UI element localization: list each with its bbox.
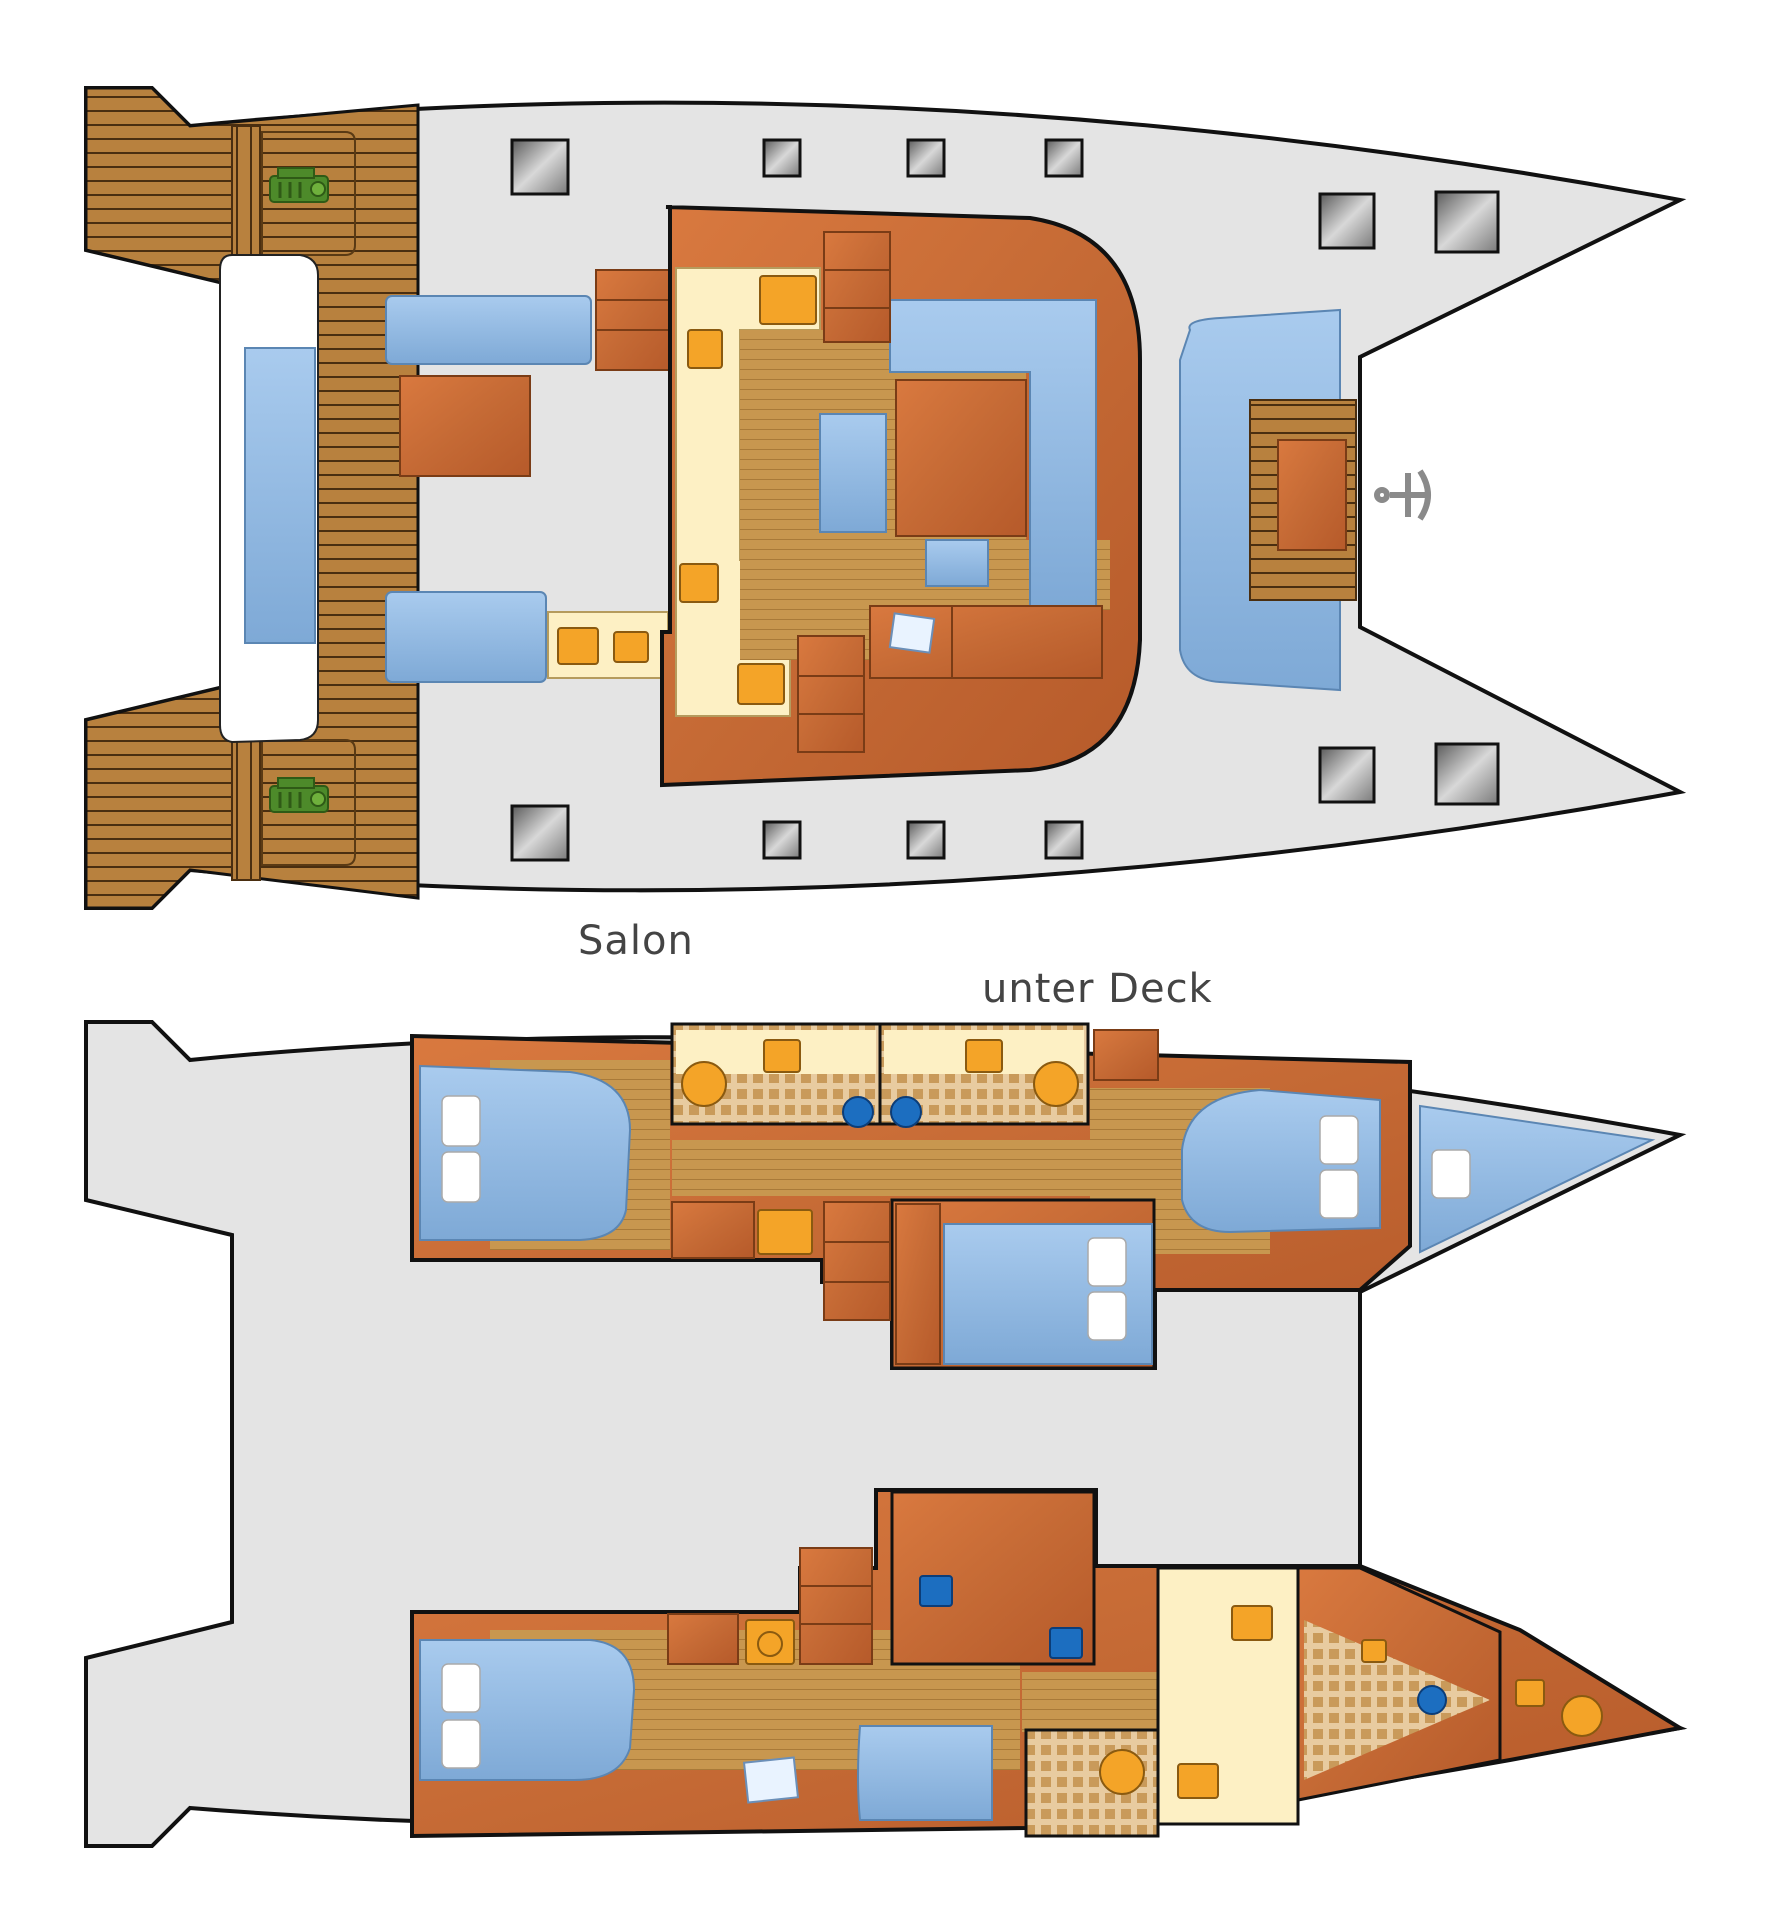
cooktop-icon [759,275,817,325]
deck-hatch [1318,192,1376,250]
toilet-icon [1033,1061,1079,1107]
aft-step-starboard [231,739,261,881]
deck-hatch [1044,820,1084,860]
cockpit-bench-starboard [385,591,547,683]
fridge-icon [557,627,599,665]
fridge-icon [757,1209,813,1255]
anchor-icon [1374,469,1431,521]
deck-hatch [762,820,802,860]
aft-step-port [231,125,261,267]
clothes-icon [919,1575,953,1607]
deck-hatch [1434,742,1500,806]
pillow [1087,1237,1127,1287]
forward-table [1277,439,1347,551]
deck-hatch [1434,190,1500,254]
shower-drain-icon [1417,1685,1447,1715]
deck-hatch [1044,138,1084,178]
deck-hatch [1318,746,1376,804]
salon-label: Salon [578,918,694,964]
sink-icon [1177,1763,1219,1799]
hatch-outline-starboard [261,739,356,866]
sink-icon [687,329,723,369]
aft-bench-cushion [244,347,316,644]
clothes-icon [1049,1627,1083,1659]
fridge-icon [679,563,719,603]
sink-icon [763,1039,801,1073]
forepeak-bunk [1419,1104,1656,1254]
pillow [1319,1169,1359,1219]
lower-deck-label: unter Deck [982,966,1213,1012]
saloon-steps-fwd [823,231,891,343]
sink-icon [1231,1605,1273,1641]
shower-tray [1304,1620,1490,1780]
stbd-locker [667,1613,739,1665]
pillow [441,1095,481,1147]
toilet-icon [1099,1749,1145,1795]
washing-machine-icon [745,1619,795,1665]
pillow [441,1663,481,1713]
port-corridor-floor [672,1140,1092,1196]
engine-icon [269,777,329,813]
pillow [441,1719,481,1769]
freezer-icon [737,663,785,705]
deck-hatch [906,820,946,860]
sink-icon [613,631,649,663]
saloon-steps-port [595,269,673,371]
deck-hatch [510,804,570,862]
sink-icon [965,1039,1003,1073]
toilet-icon [1561,1695,1603,1737]
settee-cushion [857,1725,993,1821]
saloon-stool [925,539,989,587]
pillow [1087,1291,1127,1341]
port-storage [671,1201,755,1259]
chart-icon [742,1756,800,1804]
deck-hatch [510,138,570,196]
lower-deck-plan [84,1020,1688,1848]
sink-icon [1361,1639,1387,1663]
shower-drain-icon [842,1096,874,1128]
cockpit-table [399,375,531,477]
port-steps [823,1201,891,1321]
deck-hatch [762,138,802,178]
deck-hatch [906,138,946,178]
port-locker-fwd [1093,1029,1159,1081]
hatch-outline-port [261,131,356,256]
toilet-icon [681,1061,727,1107]
pillow [1319,1115,1359,1165]
pillow [441,1151,481,1203]
saloon-seat-center [819,413,887,533]
saloon-table [895,379,1027,537]
saloon-steps-aft [797,635,865,753]
wardrobe [895,1203,941,1365]
stbd-steps [799,1547,873,1665]
engine-icon [269,167,329,203]
cockpit-bench-port [385,295,592,365]
chart-icon [888,612,936,654]
shower-drain-icon [890,1096,922,1128]
salon-deck-plan [84,86,1687,910]
pillow [1431,1149,1471,1199]
sink-icon [1515,1679,1545,1707]
